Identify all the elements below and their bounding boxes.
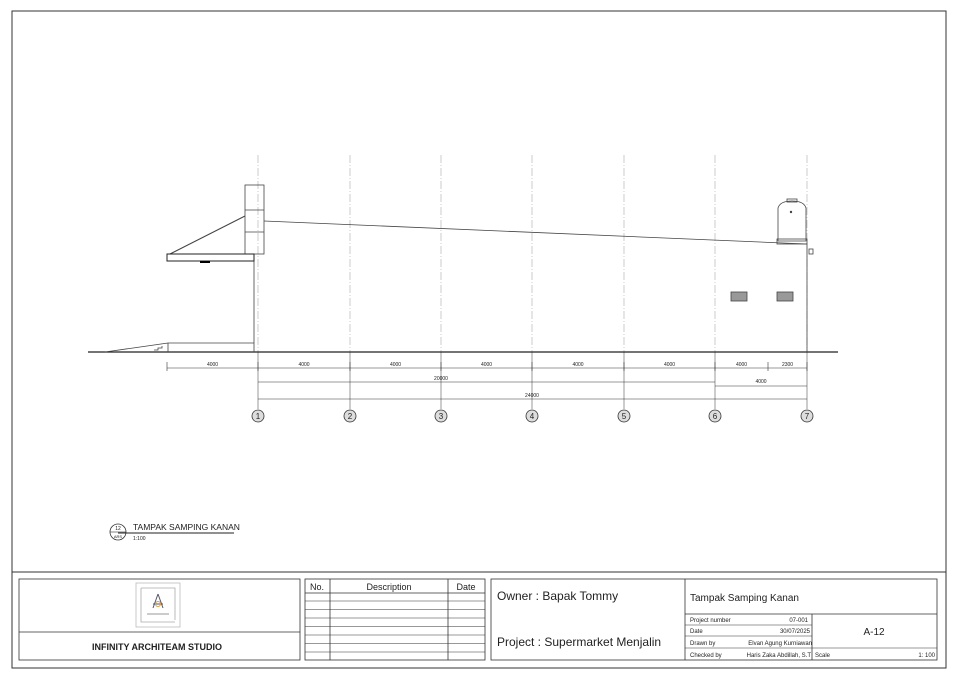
grid-marker-label: 2	[348, 412, 353, 421]
building-elevation	[88, 184, 838, 353]
dim-label: 2300	[782, 362, 793, 368]
grid-marker-circle	[525, 409, 539, 423]
view-scale: 1:100	[133, 536, 146, 542]
dim-total: 24000	[525, 393, 539, 399]
studio-box	[18, 578, 301, 661]
water-tank	[776, 198, 808, 245]
downpipe-fitting	[808, 248, 814, 255]
canopy-slab	[166, 253, 255, 262]
drawn-by-label: Drawn by	[690, 641, 715, 647]
project-number: 07-001	[789, 618, 808, 624]
canopy-brace	[169, 215, 246, 255]
sheet-title: Tampak Samping Kanan	[690, 593, 799, 604]
grid-marker-circle	[800, 409, 814, 423]
ramp	[104, 342, 169, 353]
grid-marker-label: 5	[622, 412, 627, 421]
rev-header-date: Date	[456, 582, 475, 592]
date-label: Date	[690, 629, 703, 635]
revision-table	[304, 578, 486, 661]
checked-by-label: Checked by	[690, 653, 722, 659]
dim-4000: 4000	[755, 379, 766, 385]
view-title: TAMPAK SAMPING KANAN	[133, 522, 240, 532]
rev-header-no: No.	[310, 582, 324, 592]
studio-name: INFINITY ARCHITEAM STUDIO	[92, 642, 222, 652]
view-label: 12 ARS TAMPAK SAMPING KANAN 1:100	[109, 522, 240, 542]
grid-marker-circle	[251, 409, 265, 423]
grid-marker-label: 3	[439, 412, 444, 421]
dim-label: 4000	[390, 362, 401, 368]
grid-markers: 1 2 3 4 5 6 7	[251, 409, 814, 423]
project: Project : Supermarket Menjalin	[497, 635, 661, 649]
grid-marker-label: 1	[256, 412, 261, 421]
drawn-by: Elvan Agung Kurniawan	[748, 641, 812, 647]
owner: Owner : Bapak Tommy	[497, 589, 618, 603]
title-block	[18, 578, 938, 661]
dim-label: 4000	[572, 362, 583, 368]
dim-label: 4000	[207, 362, 218, 368]
view-sheet: ARS	[114, 534, 123, 539]
vent-2	[776, 291, 794, 302]
grid-lines	[257, 155, 808, 409]
vent-1	[730, 291, 748, 302]
dim-label: 4000	[481, 362, 492, 368]
dimension-lines: 4000 4000 4000 4000 4000 4000 4000 2300	[166, 362, 808, 400]
scale-label: Scale	[815, 653, 831, 659]
studio-logo	[135, 582, 181, 628]
dim-label: 4000	[298, 362, 309, 368]
grid-marker-circle	[343, 409, 357, 423]
grid-marker-label: 4	[530, 412, 535, 421]
rev-header-description: Description	[366, 582, 411, 592]
grid-marker-circle	[434, 409, 448, 423]
checked-by: Haris Zaka Abdillah, S.T	[747, 653, 812, 659]
dim-label: 4000	[664, 362, 675, 368]
roof-line	[263, 220, 808, 245]
scale: 1: 100	[918, 653, 935, 659]
outer-border	[11, 10, 947, 669]
parapet	[244, 184, 265, 255]
dim-20000: 20000	[434, 376, 448, 382]
dim-label: 4000	[736, 362, 747, 368]
grid-marker-label: 7	[805, 412, 810, 421]
date: 30/07/2025	[780, 629, 811, 635]
grid-marker-label: 6	[713, 412, 718, 421]
grid-marker-circle	[617, 409, 631, 423]
view-number: 12	[115, 526, 121, 532]
project-number-label: Project number	[690, 618, 731, 624]
grid-marker-circle	[708, 409, 722, 423]
sheet-number: A-12	[863, 627, 885, 638]
